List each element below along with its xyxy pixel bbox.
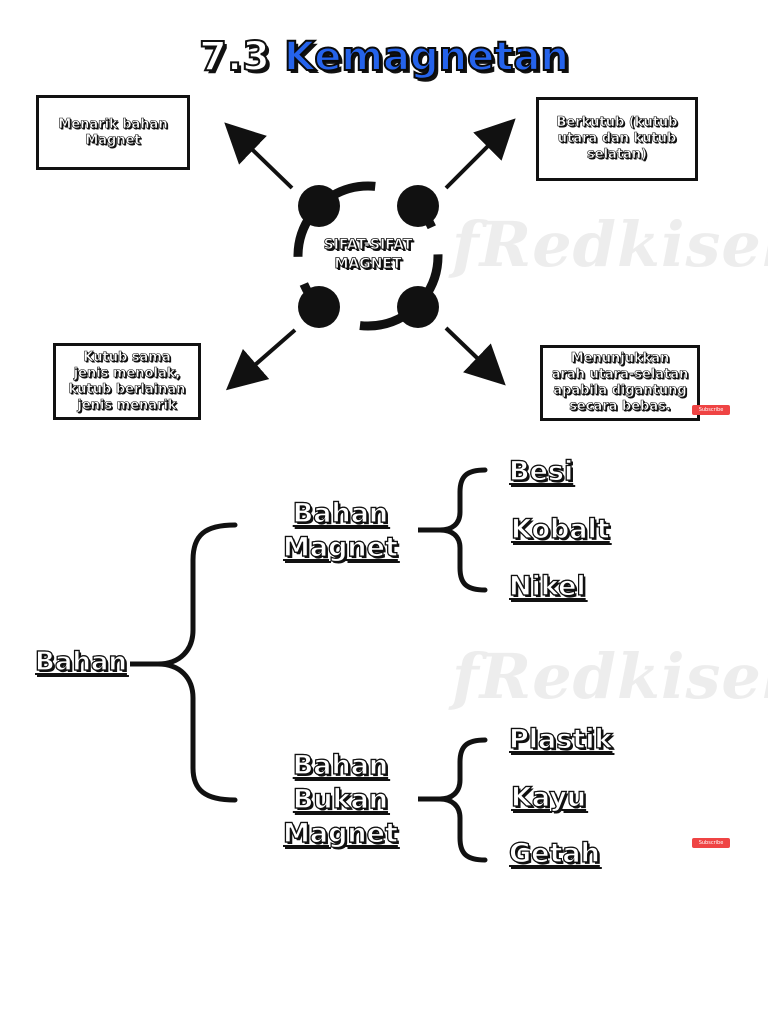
property-box-bottom-right: Menunjukkan arah utara-selatan apabila d… [540,345,700,421]
magnet-dot-top-right [397,185,439,227]
title-number: 7.3 [198,33,271,81]
root-label: Bahan [34,646,127,677]
non-magnet-brace [439,737,488,863]
center-ring [293,181,443,331]
magnet-item-nikel: Nikel [508,570,586,602]
non-magnet-item-plastik: Plastik [508,723,613,755]
property-text: Kutub sama jenis menolak, kutub berlaina… [68,349,186,413]
title-word: Kemagnetan [283,33,570,81]
arrow-top-left [224,122,294,190]
magnet-item-kobalt: Kobalt [510,513,610,545]
non-magnet-item-getah: Getah [508,837,600,869]
subscribe-badge[interactable]: Subscribe [692,838,730,848]
property-text: Berkutub (kutub utara dan kutub selatan) [556,115,678,163]
magnet-brace [439,467,488,593]
property-box-top-right: Berkutub (kutub utara dan kutub selatan) [536,97,698,181]
magnet-item-besi: Besi [508,455,574,487]
property-box-bottom-left: Kutub sama jenis menolak, kutub berlaina… [53,343,201,420]
root-brace [157,522,238,803]
arrow-top-right [444,118,516,190]
property-text: Menunjukkan arah utara-selatan apabila d… [551,351,689,415]
magnet-label: Bahan Magnet [282,497,398,563]
arrow-bottom-right [444,326,506,386]
magnet-properties-diagram [224,118,516,391]
magnet-dot-top-left [298,185,340,227]
magnet-dot-bottom-left [298,286,340,328]
non-magnet-label: Bahan Bukan Magnet [282,749,398,849]
non-magnet-item-kayu: Kayu [510,781,587,813]
property-text: Menarik bahan Magnet [58,116,168,148]
property-box-top-left: Menarik bahan Magnet [36,95,190,170]
subscribe-badge[interactable]: Subscribe [692,405,730,415]
classification-tree [130,467,488,863]
arrow-bottom-left [225,328,297,391]
page-title: 7.3 Kemagnetan [0,30,768,84]
center-label: SIFAT-SIFAT MAGNET [323,237,413,273]
magnet-dot-bottom-right [397,286,439,328]
